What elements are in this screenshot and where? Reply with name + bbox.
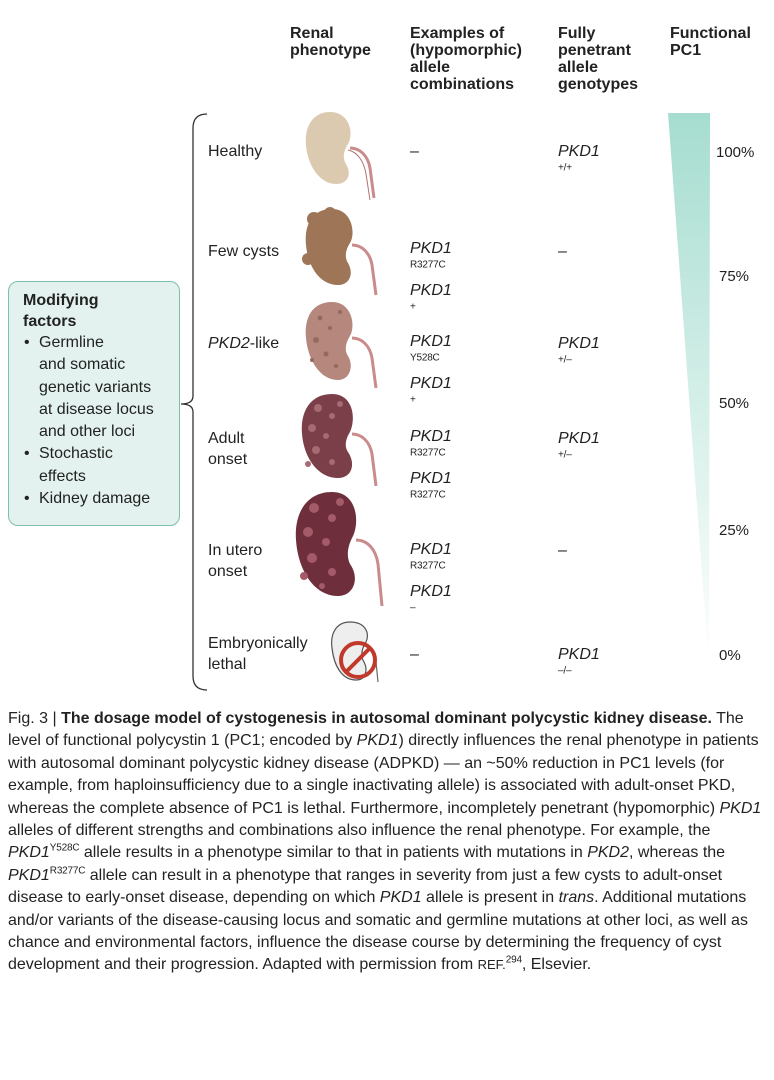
percent-100: 100% [716, 144, 755, 161]
kidney-few-cysts-icon [302, 207, 378, 296]
factor-kidney-damage: Kidney damage [23, 488, 169, 511]
kidney-in-utero-onset-icon [295, 492, 384, 607]
genotype-healthy: PKD1+/+ [558, 143, 600, 174]
example-healthy: – [410, 143, 419, 160]
modifying-factors-box: Modifying factors Germline and somatic g… [8, 281, 180, 526]
figure-title: The dosage model of cystogenesis in auto… [61, 710, 712, 727]
factor-genetic-variants: Germline and somatic genetic variants at… [23, 332, 169, 443]
factor-stochastic-effects: Stochastic effects [23, 443, 169, 488]
genotype-in-utero-onset: – [558, 542, 567, 559]
figure-caption: Fig. 3 | The dosage model of cystogenesi… [8, 710, 762, 974]
phenotype-few-cysts: Few cysts [208, 243, 280, 260]
percent-50: 50% [719, 395, 750, 412]
kidney-healthy-icon [305, 112, 376, 200]
phenotype-pkd2-like: PKD2-like [208, 335, 280, 352]
diagram-graphics [180, 113, 710, 691]
genotype-few-cysts: – [558, 243, 567, 260]
percent-0: 0% [719, 647, 741, 664]
reference-link[interactable]: REF. [477, 957, 506, 973]
modifying-factors-list: Germline and somatic genetic variants at… [23, 332, 169, 511]
kidney-pkd2-like-icon [305, 302, 378, 389]
modifying-factors-title: Modifying factors [23, 292, 99, 330]
percent-25: 25% [719, 522, 750, 539]
kidney-absent-icon [331, 621, 379, 683]
phenotype-healthy: Healthy [208, 143, 263, 160]
genotype-pkd2-like: PKD1+/– [558, 335, 600, 366]
figure-label: Fig. 3 | [8, 710, 62, 727]
genotype-adult-onset: PKD1+/– [558, 430, 600, 461]
bracket [180, 113, 208, 691]
example-embryonically-lethal: – [410, 646, 419, 663]
genotype-embryonically-lethal: PKD1–/– [558, 646, 600, 677]
percent-75: 75% [719, 268, 750, 285]
kidney-adult-onset-icon [301, 394, 378, 487]
functional-pc1-gradient [668, 113, 710, 668]
